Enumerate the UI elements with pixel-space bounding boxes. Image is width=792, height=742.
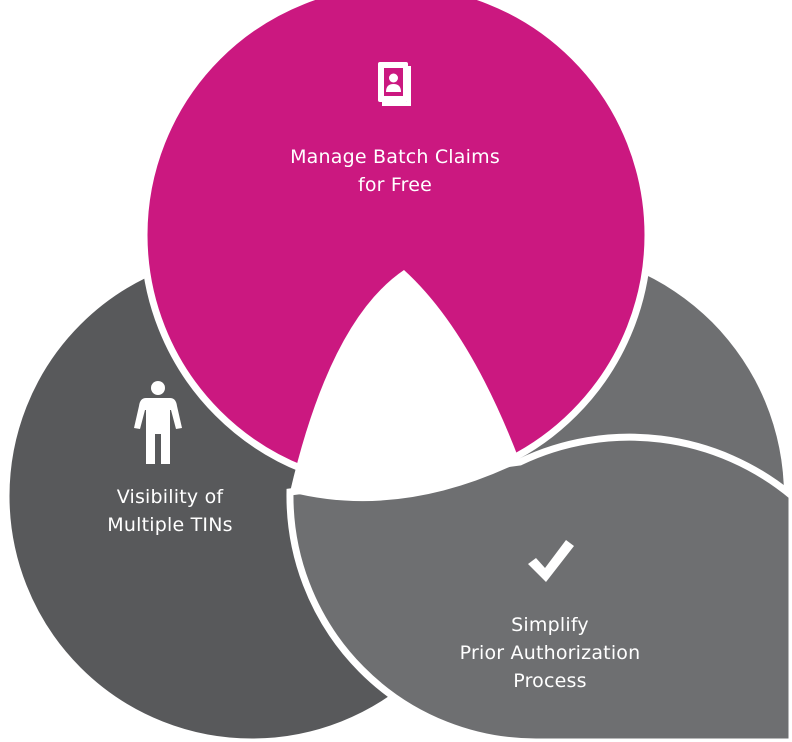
- label-line: Process: [513, 670, 587, 692]
- person-icon: [134, 381, 182, 464]
- circle-right-overlap: [286, 433, 792, 742]
- label-line: Prior Authorization: [459, 642, 641, 664]
- label-simplify-prior-auth: Simplify Prior Authorization Process: [400, 611, 700, 695]
- label-manage-batch-claims: Manage Batch Claims for Free: [240, 143, 550, 199]
- label-line: Multiple TINs: [107, 514, 233, 536]
- contact-book-icon: [378, 62, 411, 106]
- label-line: Simplify: [511, 614, 589, 636]
- label-line: Visibility of: [116, 486, 224, 508]
- label-line: for Free: [357, 174, 433, 196]
- center-overlap: [290, 270, 520, 502]
- checkmark-icon: [528, 540, 574, 582]
- label-visibility-tins: Visibility of Multiple TINs: [40, 483, 300, 539]
- label-line: Manage Batch Claims: [290, 146, 500, 168]
